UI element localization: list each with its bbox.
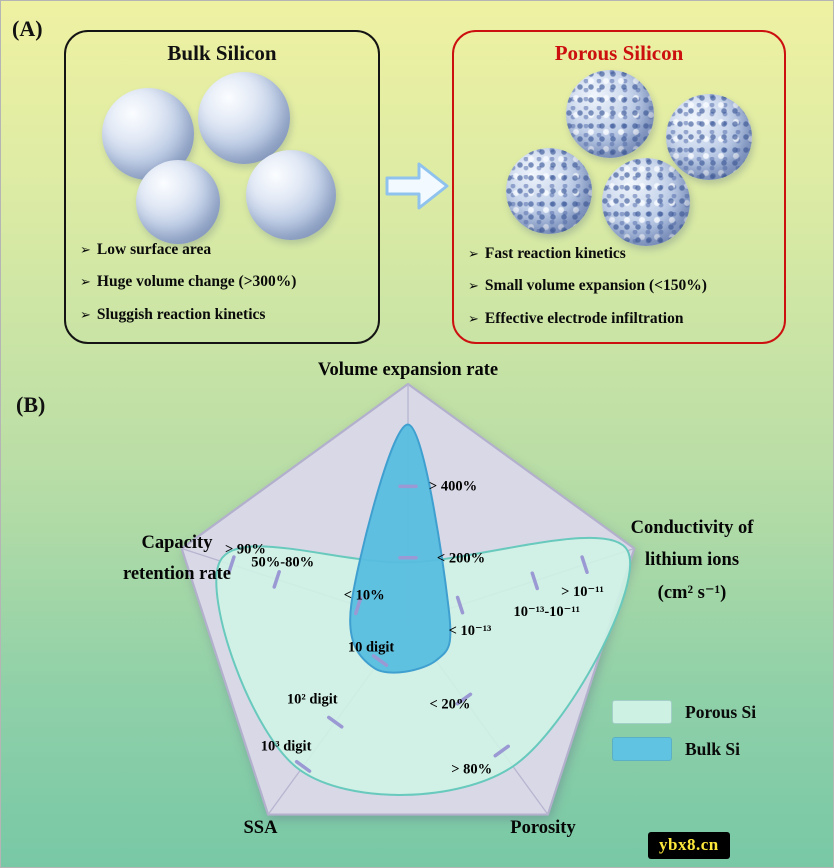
porous-silicon-sphere bbox=[566, 70, 654, 158]
arrow-bullet-icon: ➢ bbox=[468, 247, 479, 262]
porous-silicon-sphere bbox=[666, 94, 752, 180]
list-item: ➢ Low surface area bbox=[80, 240, 372, 259]
legend-item-porous-si: Porous Si bbox=[612, 700, 756, 724]
bullet-text: Small volume expansion (<150%) bbox=[484, 277, 707, 295]
arrow-bullet-icon: ➢ bbox=[80, 243, 91, 258]
panel-a-label: (A) bbox=[12, 16, 43, 41]
axis-label-volume-expansion-rate: Volume expansion rate bbox=[317, 360, 499, 380]
porous-silicon-sphere bbox=[506, 148, 592, 234]
bulk-feature-list: ➢ Low surface area ➢ Huge volume change (>… bbox=[80, 240, 372, 337]
bullet-text: Low surface area bbox=[96, 241, 212, 258]
list-item: ➢ Small volume expansion (<150%) bbox=[468, 276, 778, 295]
list-item: ➢ Sluggish reaction kinetics bbox=[80, 305, 372, 324]
legend-label: Porous Si bbox=[685, 701, 757, 722]
porous-silicon-sphere bbox=[602, 158, 690, 246]
legend-label: Bulk Si bbox=[685, 738, 740, 759]
legend-item-bulk-si: Bulk Si bbox=[612, 737, 756, 761]
radar-chart bbox=[180, 382, 636, 816]
legend-swatch-porous-si bbox=[612, 700, 672, 724]
porous-silicon-box: Porous Silicon ➢ Fast reaction kinetics ➢… bbox=[452, 30, 786, 344]
bulk-silicon-box: Bulk Silicon ➢ Low surface area ➢ Huge vol… bbox=[64, 30, 380, 344]
bulk-silicon-sphere bbox=[198, 72, 290, 164]
arrow-bullet-icon: ➢ bbox=[468, 279, 479, 295]
arrow-bullet-icon: ➢ bbox=[80, 275, 91, 291]
list-item: ➢ Huge volume change (>300%) bbox=[80, 272, 372, 291]
bullet-text: Fast reaction kinetics bbox=[484, 245, 626, 262]
list-item: ➢ Fast reaction kinetics bbox=[468, 244, 778, 263]
transform-arrow-icon bbox=[385, 162, 449, 210]
arrow-bullet-icon: ➢ bbox=[468, 311, 479, 327]
axis-label-capacity-retention-rate: Capacity retention rate bbox=[122, 533, 232, 585]
watermark: ybx8.cn bbox=[648, 832, 730, 859]
bulk-silicon-title: Bulk Silicon bbox=[167, 41, 277, 65]
bulk-silicon-sphere bbox=[136, 160, 220, 244]
bullet-text: Sluggish reaction kinetics bbox=[96, 305, 266, 323]
bulk-silicon-sphere bbox=[246, 150, 336, 240]
porous-feature-list: ➢ Fast reaction kinetics ➢ Small volume ex… bbox=[468, 244, 778, 341]
bullet-text: Effective electrode infiltration bbox=[484, 309, 684, 327]
legend: Porous Si Bulk Si bbox=[612, 700, 756, 774]
panel-b-label: (B) bbox=[16, 392, 46, 417]
axis-label-porosity: Porosity bbox=[510, 818, 576, 838]
porous-silicon-title: Porous Silicon bbox=[554, 41, 684, 65]
bullet-text: Huge volume change (>300%) bbox=[96, 273, 297, 291]
legend-swatch-bulk-si bbox=[612, 737, 672, 761]
list-item: ➢ Effective electrode infiltration bbox=[468, 309, 778, 328]
arrow-bullet-icon: ➢ bbox=[80, 307, 91, 323]
axis-label-ssa: SSA bbox=[243, 818, 278, 838]
axis-label-conductivity: Conductivity of lithium ions (cm² s⁻¹) bbox=[630, 518, 754, 603]
